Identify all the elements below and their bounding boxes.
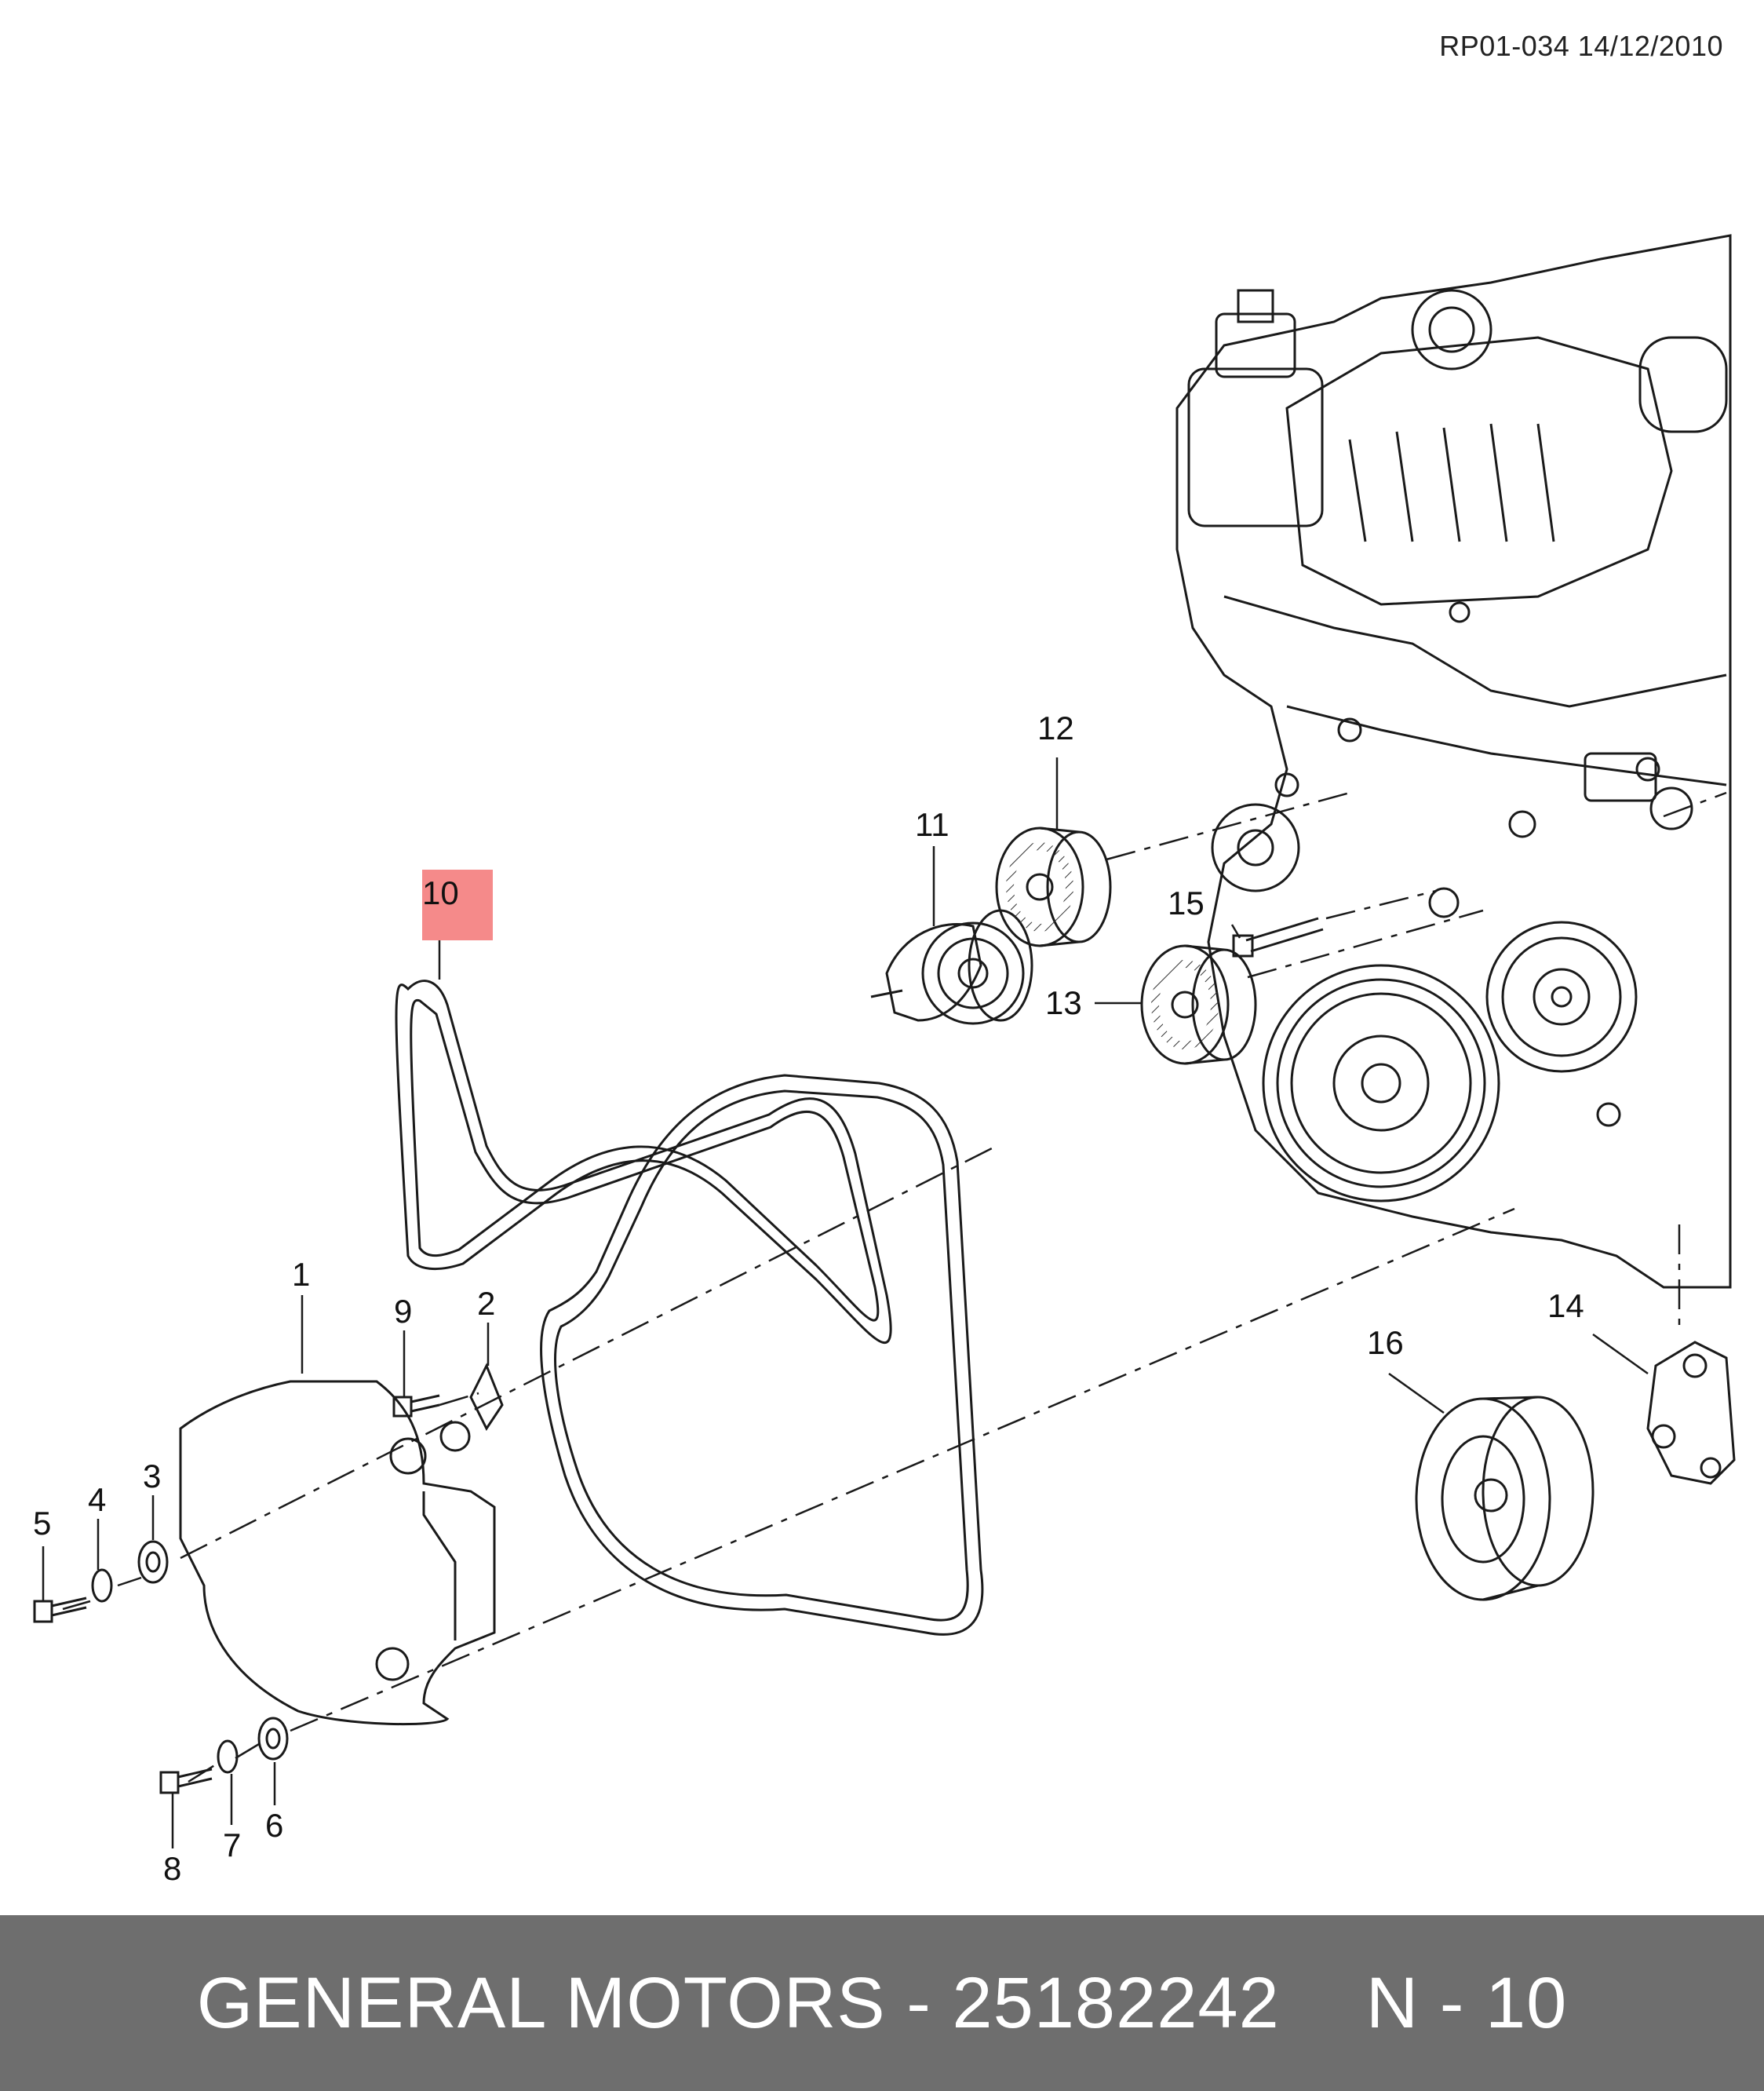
callout-14: 14 [1547, 1287, 1584, 1324]
drawing-reference: RP01-034 14/12/2010 [1439, 30, 1723, 62]
callout-1: 1 [292, 1256, 310, 1293]
callout-3: 3 [143, 1458, 161, 1494]
callout-16: 16 [1367, 1324, 1404, 1361]
leader-lines [42, 757, 1649, 1848]
callout-7: 7 [223, 1826, 241, 1863]
callout-12: 12 [1037, 710, 1074, 746]
reference-code: N - 10 [1365, 1962, 1568, 2043]
idler-pulley-upper [995, 827, 1112, 947]
belt-drive-diagram: 1 2 3 4 5 6 7 8 9 10 11 12 13 14 15 16 [33, 234, 1736, 1887]
fastener-set [33, 1363, 504, 1794]
callout-4: 4 [88, 1481, 106, 1518]
engine-block [1175, 234, 1732, 1289]
assembly-lines [62, 791, 1727, 1783]
callout-5: 5 [33, 1505, 51, 1542]
callout-6: 6 [265, 1807, 283, 1844]
callout-9: 9 [394, 1293, 412, 1330]
footer-spacer [1280, 1962, 1366, 2045]
highlight-box [422, 870, 493, 940]
footer-bar: GENERAL MOTORS - 25182242 N - 10 [0, 1915, 1764, 2091]
callout-15: 15 [1168, 885, 1205, 921]
footer-text: GENERAL MOTORS - 25182242 N - 10 [197, 1962, 1568, 2045]
callout-8: 8 [163, 1850, 181, 1887]
callout-11: 11 [915, 806, 949, 843]
tensioner-assembly [870, 909, 1033, 1025]
bracket-14 [1646, 1341, 1736, 1485]
callout-13: 13 [1045, 984, 1082, 1021]
pulley-16 [1415, 1396, 1595, 1601]
serpentine-belt [395, 980, 984, 1636]
front-cover [179, 1380, 496, 1726]
brand-part-number: GENERAL MOTORS - 25182242 [196, 1962, 1280, 2043]
callout-2: 2 [477, 1285, 495, 1322]
idler-pulley-lower [1140, 944, 1257, 1065]
callout-10: 10 [422, 874, 459, 911]
callout-labels: 1 2 3 4 5 6 7 8 9 10 11 12 13 14 15 16 [33, 710, 1584, 1887]
bolt-15 [1232, 917, 1324, 958]
